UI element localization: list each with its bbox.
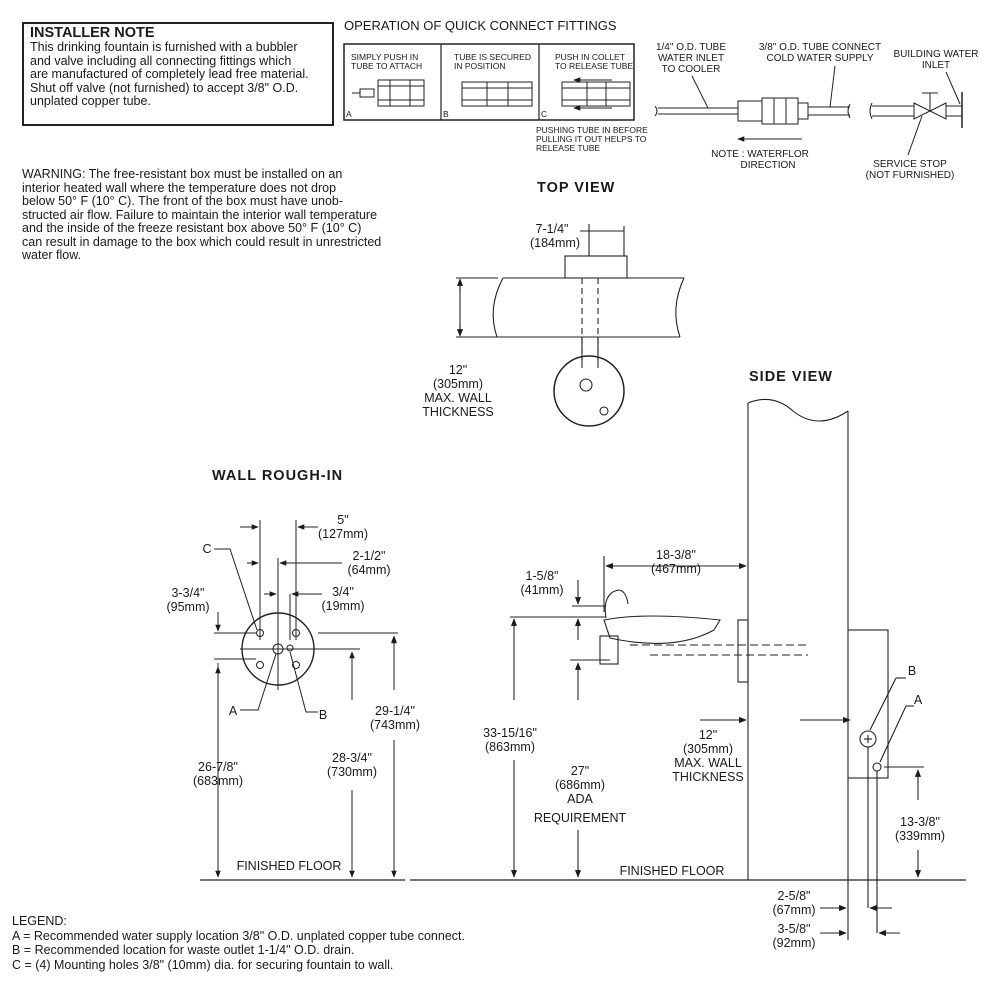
legend: LEGEND: A = Recommended water supply loc… [12,914,465,972]
panel-c-caption-2: TO RELEASE TUBE [555,61,633,71]
overall-dim-1: 33-15/16" [483,726,537,740]
rough-in-label-b: B [319,708,327,722]
panel-b-caption-2: IN POSITION [454,61,505,71]
panel-c-letter: C [541,109,547,119]
side-view-drawing [410,398,966,940]
panel-a-caption-1: SIMPLY PUSH IN [351,52,418,62]
dim-28-2: (730mm) [327,765,377,779]
installer-note-box: INSTALLER NOTE This drinking fountain is… [22,22,334,126]
top-wall-dim-2: (305mm) [433,377,483,391]
wall-rough-in-drawing [200,520,405,881]
inlet-label-2: WATER INLET [658,53,724,64]
projection-dim-1: 18-3/8" [656,548,696,562]
outlet-height-dim-2: (339mm) [895,829,945,843]
ada-dim-1: 27" [571,764,589,778]
side-label-b: B [908,664,916,678]
rough-in-label-c: C [202,542,211,556]
quick-connect-captions: SIMPLY PUSH IN TUBE TO ATTACH TUBE IS SE… [346,52,648,153]
legend-title: LEGEND: [12,914,67,928]
rough-in-label-a: A [229,704,238,718]
wall-rough-in-title: WALL ROUGH-IN [212,468,344,484]
outlet-height-dim-1: 13-3/8" [900,815,940,829]
flow-note-2: DIRECTION [741,160,796,171]
offset-b-dim-2: (67mm) [772,903,815,917]
ada-dim-4: REQUIREMENT [534,811,627,825]
offset-a-dim-2: (92mm) [772,936,815,950]
side-floor-label: FINISHED FLOOR [620,864,725,878]
legend-item-b: B = Recommended location for waste outle… [12,943,355,957]
side-label-a: A [914,693,923,707]
overall-dim-2: (863mm) [485,740,535,754]
dim-28-1: 28-3/4" [332,751,372,765]
quick-connect-panels [343,43,635,121]
top-wall-dim-1: 12" [449,363,467,377]
fitting-sketches [352,77,631,111]
legend-item-c: C = (4) Mounting holes 3/8" (10mm) dia. … [12,957,394,972]
inlet-label-3: TO COOLER [662,64,721,75]
top-wall-dim-4: THICKNESS [422,405,494,419]
qc-footnote-2: PULLING IT OUT HELPS TO [536,134,647,144]
side-wall-dim-4: THICKNESS [672,770,744,784]
side-view-title: SIDE VIEW [749,369,833,385]
side-wall-dim-3: MAX. WALL [674,756,742,770]
dim-34-1: 3/4" [332,585,354,599]
side-wall-dim-2: (305mm) [683,742,733,756]
dim-34-2: (19mm) [321,599,364,613]
qc-footnote-1: PUSHING TUBE IN BEFORE [536,125,648,135]
bubbler-dim-2: (41mm) [520,583,563,597]
service-stop-2: (NOT FURNISHED) [866,170,955,181]
projection-dim-2: (467mm) [651,562,701,576]
panel-b-caption-1: TUBE IS SECURED [454,52,531,62]
dim-334-1: 3-3/4" [172,586,205,600]
dim-5-2: (127mm) [318,527,368,541]
top-view-dims: 7-1/4" (184mm) 12" (305mm) MAX. WALL THI… [422,222,580,419]
installer-note-title: INSTALLER NOTE [30,25,155,41]
ada-dim-3: ADA [567,792,593,806]
panel-c-caption-1: PUSH IN COLLET [555,52,625,62]
offset-a-dim-1: 3-5/8" [778,922,811,936]
side-wall-dim-1: 12" [699,728,717,742]
bubbler-dim-1: 1-5/8" [526,569,559,583]
dim-25-2: (64mm) [347,563,390,577]
panel-a-caption-2: TUBE TO ATTACH [351,61,422,71]
installer-note-body: This drinking fountain is furnished with… [30,40,309,108]
dim-26-1: 26-7/8" [198,760,238,774]
supply-labels: 1/4" O.D. TUBE WATER INLET TO COOLER 3/8… [656,42,979,181]
offset-b-dim-1: 2-5/8" [778,889,811,903]
quick-connect-title: OPERATION OF QUICK CONNECT FITTINGS [344,18,617,33]
top-view-drawing [456,224,685,427]
quick-connect-frame [343,43,635,121]
connect-label-1: 3/8" O.D. TUBE CONNECT [759,42,881,53]
dim-26-2: (683mm) [193,774,243,788]
inlet-label-1: 1/4" O.D. TUBE [656,42,726,53]
side-view-dims: 18-3/8" (467mm) 1-5/8" (41mm) 33-15/16" … [483,548,945,950]
top-view-title: TOP VIEW [537,180,616,196]
connect-label-2: COLD WATER SUPPLY [766,53,873,64]
top-width-dim-1: 7-1/4" [536,222,569,236]
top-width-dim-2: (184mm) [530,236,580,250]
top-wall-dim-3: MAX. WALL [424,391,492,405]
supply-piping [654,65,963,156]
flow-note-1: NOTE : WATERFLOR [711,149,809,160]
building-label-1: BUILDING WATER [893,49,978,60]
panel-b-letter: B [443,109,449,119]
rough-in-floor-label: FINISHED FLOOR [237,859,342,873]
dim-334-2: (95mm) [166,600,209,614]
service-stop-1: SERVICE STOP [873,159,947,170]
building-label-2: INLET [922,60,950,71]
legend-item-a: A = Recommended water supply location 3/… [12,928,465,943]
qc-footnote-3: RELEASE TUBE [536,143,600,153]
dim-25-1: 2-1/2" [353,549,386,563]
ada-dim-2: (686mm) [555,778,605,792]
freeze-warning: WARNING: The free-resistant box must be … [22,167,382,262]
dim-29-1: 29-1/4" [375,704,415,718]
dim-5-1: 5" [337,513,348,527]
dim-29-2: (743mm) [370,718,420,732]
panel-a-letter: A [346,109,352,119]
wall-rough-in-dims: 5" (127mm) 2-1/2" (64mm) 3/4" (19mm) 3-3… [166,513,420,873]
